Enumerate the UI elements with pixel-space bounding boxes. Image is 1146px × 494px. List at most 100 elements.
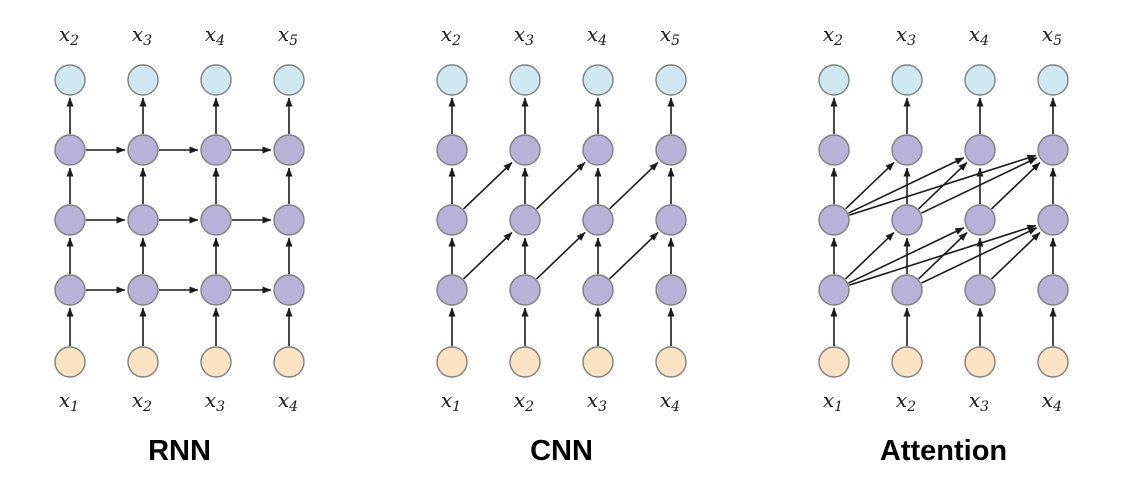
output-label-attention-0: x2 bbox=[823, 22, 843, 49]
input-node-row4-col2 bbox=[582, 346, 614, 378]
hidden-node-row3-col0 bbox=[818, 274, 850, 306]
hidden-node-row1-col2 bbox=[200, 134, 232, 166]
output-label-attention-3: x5 bbox=[1042, 22, 1062, 49]
hidden-node-row3-col1 bbox=[891, 274, 923, 306]
input-label-rnn-2: x3 bbox=[205, 388, 225, 415]
hidden-node-row2-col3 bbox=[273, 204, 305, 236]
input-node-row4-col1 bbox=[127, 346, 159, 378]
hidden-node-row3-col0 bbox=[54, 274, 86, 306]
hidden-node-row2-col0 bbox=[54, 204, 86, 236]
input-node-row4-col3 bbox=[273, 346, 305, 378]
output-node-row0-col3 bbox=[273, 64, 305, 96]
arrow-edge bbox=[848, 157, 965, 214]
input-node-row4-col3 bbox=[1037, 346, 1069, 378]
input-label-cnn-1: x2 bbox=[514, 388, 534, 415]
input-node-row4-col2 bbox=[964, 346, 996, 378]
arrow-edge bbox=[535, 161, 586, 210]
arrow-edge bbox=[608, 161, 659, 210]
input-label-attention-3: x4 bbox=[1042, 388, 1062, 415]
input-node-row4-col0 bbox=[54, 346, 86, 378]
hidden-node-row2-col0 bbox=[436, 204, 468, 236]
hidden-node-row2-col3 bbox=[655, 204, 687, 236]
output-label-cnn-3: x5 bbox=[660, 22, 680, 49]
output-node-row0-col3 bbox=[655, 64, 687, 96]
hidden-node-row3-col1 bbox=[509, 274, 541, 306]
output-label-rnn-0: x2 bbox=[59, 22, 79, 49]
hidden-node-row2-col2 bbox=[582, 204, 614, 236]
panel-title-attention: Attention bbox=[880, 435, 1007, 467]
output-node-row0-col2 bbox=[582, 64, 614, 96]
panel-title-rnn: RNN bbox=[148, 435, 211, 467]
output-node-row0-col0 bbox=[54, 64, 86, 96]
input-node-row4-col1 bbox=[509, 346, 541, 378]
input-label-rnn-3: x4 bbox=[278, 388, 298, 415]
input-node-row4-col2 bbox=[200, 346, 232, 378]
hidden-node-row3-col0 bbox=[436, 274, 468, 306]
hidden-node-row2-col1 bbox=[509, 204, 541, 236]
output-node-row0-col3 bbox=[1037, 64, 1069, 96]
hidden-node-row3-col2 bbox=[964, 274, 996, 306]
hidden-node-row1-col3 bbox=[273, 134, 305, 166]
hidden-node-row1-col3 bbox=[655, 134, 687, 166]
arrow-edge bbox=[608, 231, 659, 280]
hidden-node-row2-col3 bbox=[1037, 204, 1069, 236]
output-label-attention-2: x4 bbox=[969, 22, 989, 49]
output-label-attention-1: x3 bbox=[896, 22, 916, 49]
input-node-row4-col1 bbox=[891, 346, 923, 378]
hidden-node-row3-col3 bbox=[273, 274, 305, 306]
input-node-row4-col0 bbox=[818, 346, 850, 378]
hidden-node-row3-col1 bbox=[127, 274, 159, 306]
output-node-row0-col2 bbox=[200, 64, 232, 96]
output-label-rnn-3: x5 bbox=[278, 22, 298, 49]
output-label-rnn-1: x3 bbox=[132, 22, 152, 49]
arrow-edge bbox=[990, 161, 1041, 210]
arrow-edge bbox=[917, 231, 968, 280]
output-node-row0-col0 bbox=[436, 64, 468, 96]
output-node-row0-col1 bbox=[127, 64, 159, 96]
arrow-edge bbox=[917, 161, 968, 210]
input-label-attention-1: x2 bbox=[896, 388, 916, 415]
arrow-edge bbox=[921, 227, 1038, 284]
hidden-node-row1-col2 bbox=[582, 134, 614, 166]
output-label-cnn-2: x4 bbox=[587, 22, 607, 49]
arrow-edge bbox=[990, 231, 1041, 280]
input-label-attention-2: x3 bbox=[969, 388, 989, 415]
hidden-node-row1-col1 bbox=[127, 134, 159, 166]
input-node-row4-col0 bbox=[436, 346, 468, 378]
arrow-edge bbox=[844, 161, 895, 210]
output-node-row0-col0 bbox=[818, 64, 850, 96]
hidden-node-row1-col1 bbox=[891, 134, 923, 166]
arrow-edge bbox=[535, 231, 586, 280]
panel-title-cnn: CNN bbox=[530, 435, 593, 467]
input-label-cnn-3: x4 bbox=[660, 388, 680, 415]
hidden-node-row2-col1 bbox=[127, 204, 159, 236]
input-label-cnn-0: x1 bbox=[441, 388, 461, 415]
input-label-rnn-0: x1 bbox=[59, 388, 79, 415]
hidden-node-row2-col2 bbox=[964, 204, 996, 236]
hidden-node-row1-col0 bbox=[436, 134, 468, 166]
input-node-row4-col3 bbox=[655, 346, 687, 378]
output-label-cnn-1: x3 bbox=[514, 22, 534, 49]
output-node-row0-col1 bbox=[509, 64, 541, 96]
hidden-node-row2-col0 bbox=[818, 204, 850, 236]
output-label-cnn-0: x2 bbox=[441, 22, 461, 49]
arrow-edge bbox=[844, 231, 895, 280]
hidden-node-row1-col3 bbox=[1037, 134, 1069, 166]
arrow-edge bbox=[462, 231, 513, 280]
input-label-cnn-2: x3 bbox=[587, 388, 607, 415]
hidden-node-row2-col1 bbox=[891, 204, 923, 236]
arrow-edge bbox=[848, 227, 965, 284]
arrow-edge bbox=[921, 157, 1038, 214]
output-label-rnn-2: x4 bbox=[205, 22, 225, 49]
hidden-node-row2-col2 bbox=[200, 204, 232, 236]
hidden-node-row1-col0 bbox=[818, 134, 850, 166]
hidden-node-row3-col3 bbox=[655, 274, 687, 306]
hidden-node-row3-col3 bbox=[1037, 274, 1069, 306]
